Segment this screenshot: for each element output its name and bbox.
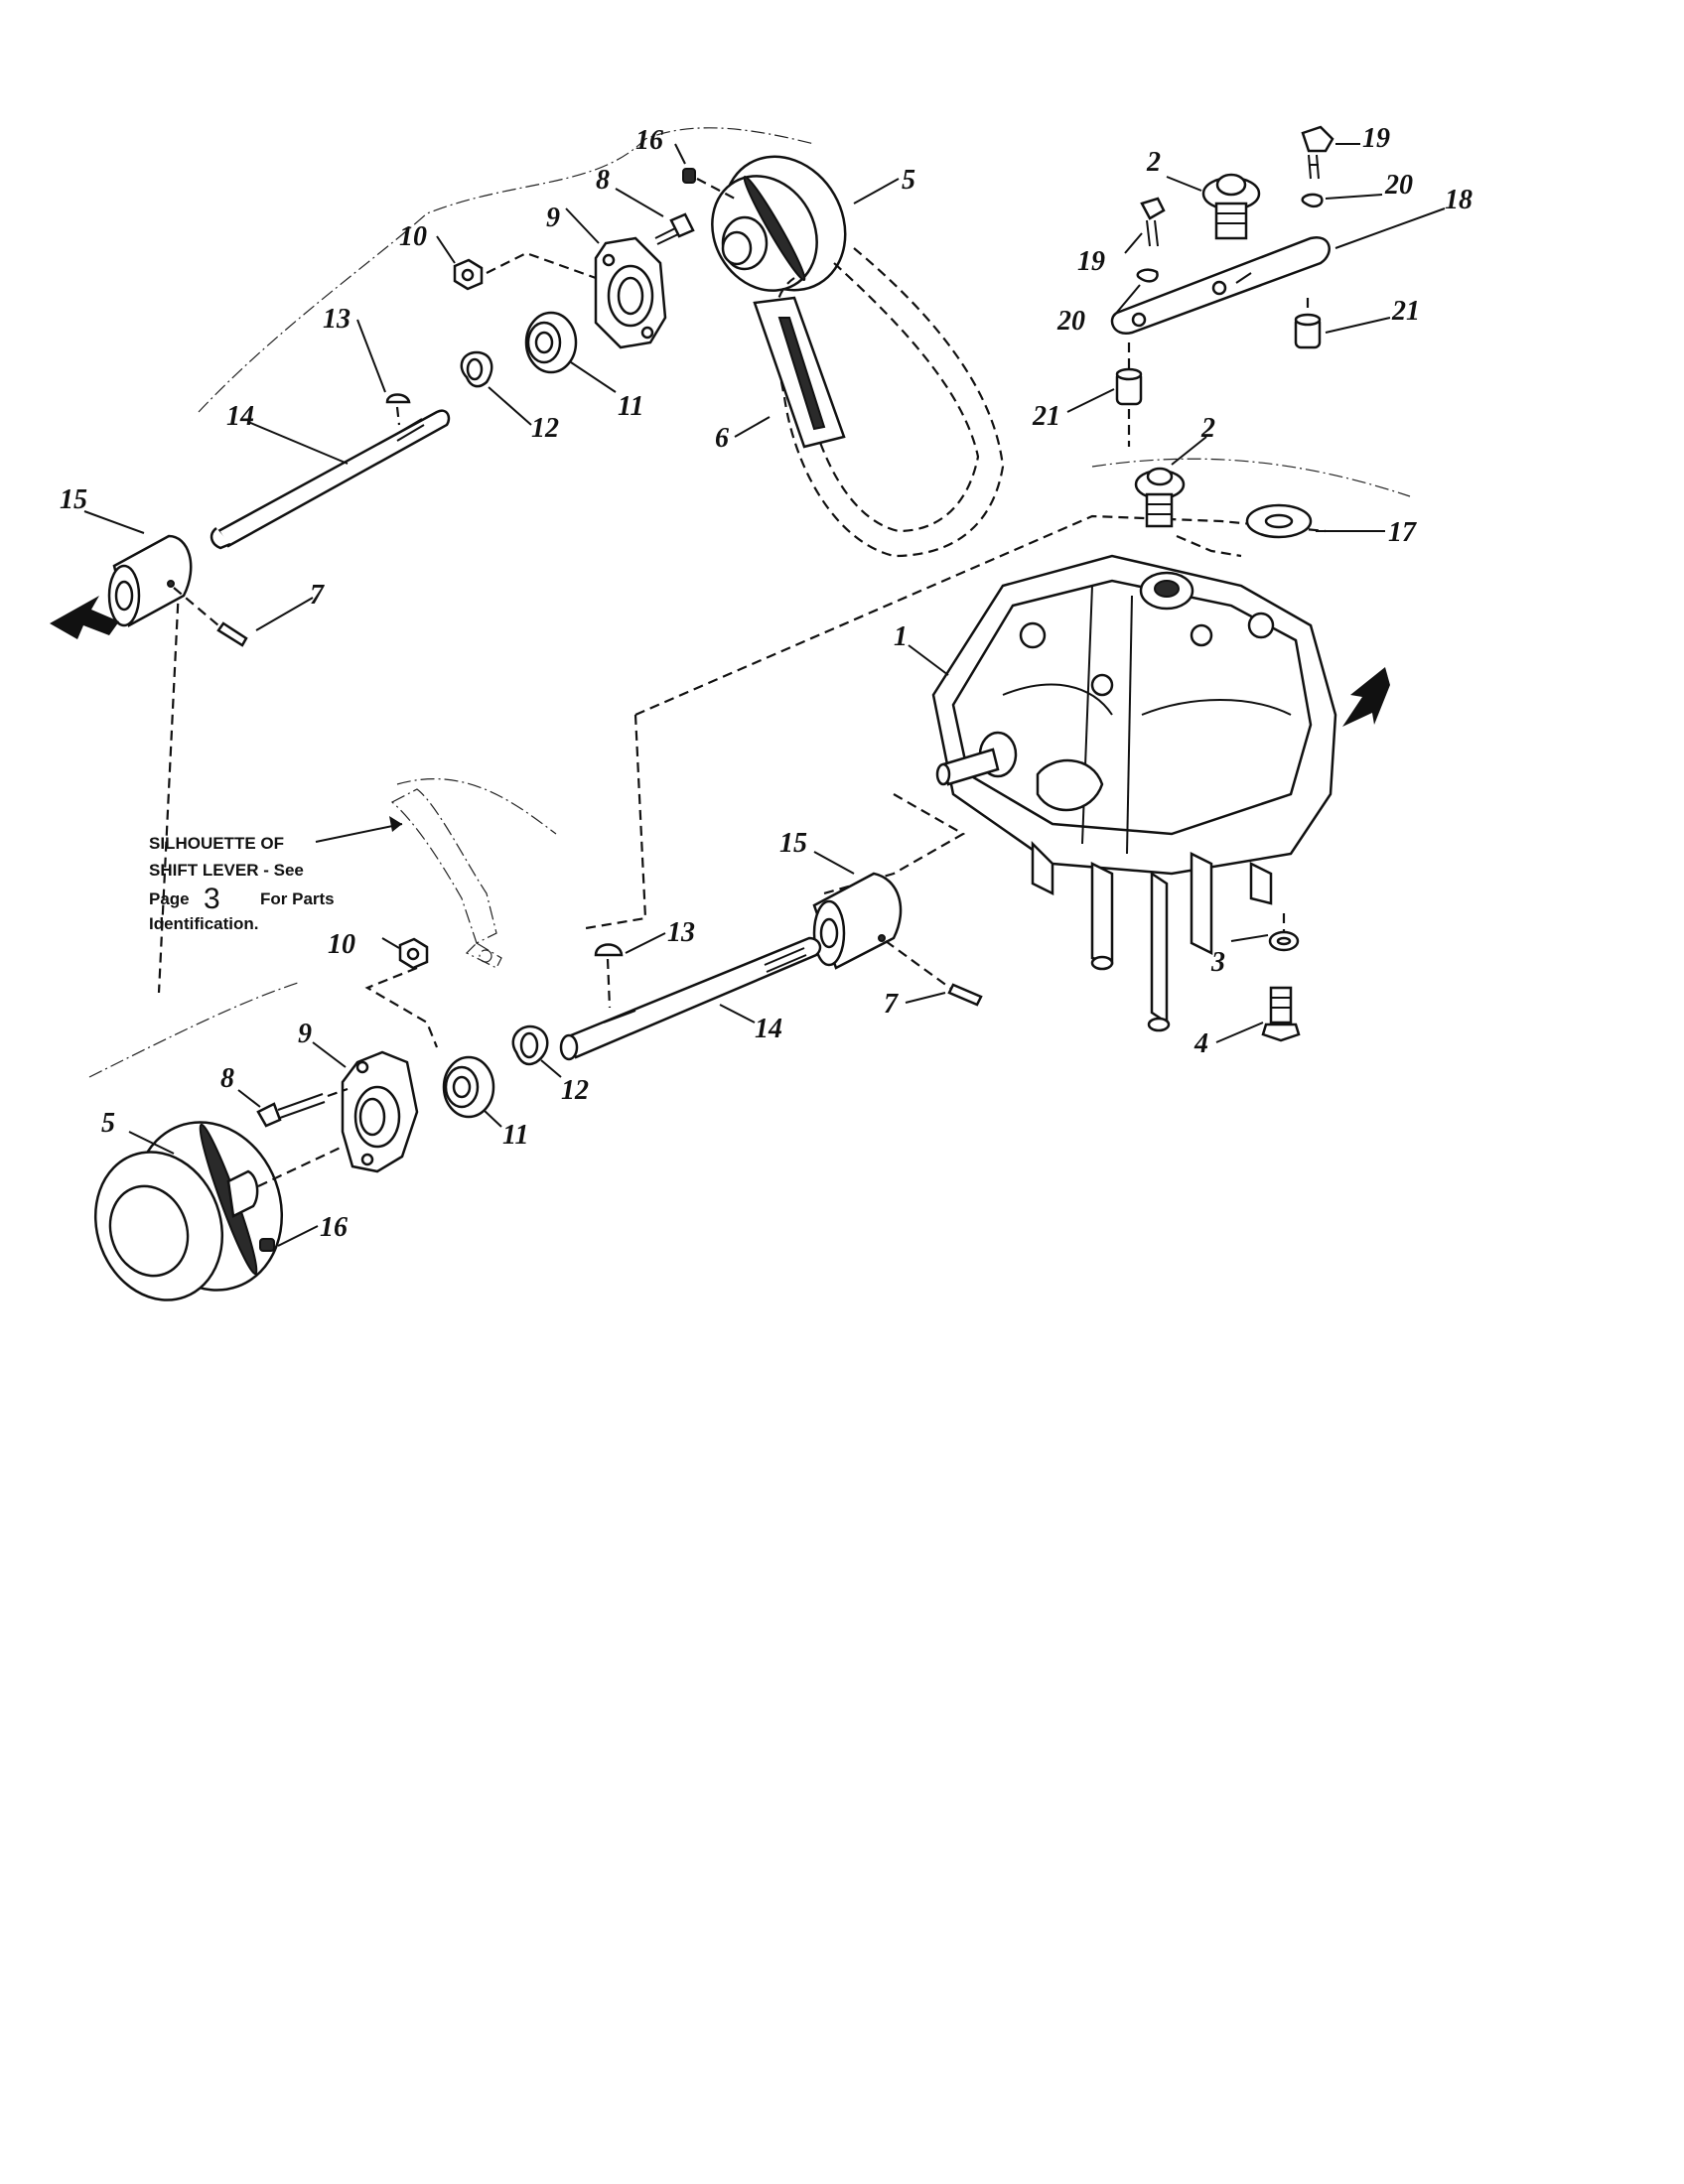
- note-line-4: Identification.: [149, 914, 259, 933]
- drive-belt: [753, 247, 1005, 558]
- frame-silhouette-top: [198, 127, 815, 413]
- shift-lever-silhouette: [390, 788, 502, 969]
- callout-9-upper: 9: [546, 203, 560, 233]
- setscrew-lower: [259, 1238, 275, 1252]
- callout-7-lower: 7: [884, 989, 899, 1020]
- callout-8-upper: 8: [596, 165, 610, 196]
- callout-20-right: 20: [1384, 170, 1413, 201]
- callout-19-top: 19: [1362, 123, 1390, 154]
- bearing-lower: [442, 1055, 495, 1119]
- snap-ring-upper: [460, 350, 493, 388]
- callout-2-lower: 2: [1200, 413, 1215, 444]
- transmission-housing: [931, 554, 1337, 1032]
- callout-17: 17: [1388, 517, 1417, 548]
- callout-10-lower: 10: [328, 929, 355, 960]
- assembly-line-lower-shaft: [823, 793, 966, 895]
- lockwasher-20-left: [1136, 268, 1159, 283]
- callout-4: 4: [1193, 1028, 1208, 1059]
- callout-14-upper: 14: [226, 401, 254, 432]
- callout-16-upper: 16: [635, 125, 663, 156]
- note-line-3a: Page: [149, 889, 190, 908]
- callout-2-top: 2: [1146, 147, 1161, 178]
- coupler-upper: [107, 534, 193, 627]
- callout-5-lower: 5: [101, 1108, 115, 1139]
- bolt-2-lower: [1134, 467, 1186, 528]
- callout-21-left: 21: [1032, 401, 1060, 432]
- callout-3: 3: [1210, 947, 1225, 978]
- direction-arrow-right: [1342, 667, 1390, 727]
- note-line-2: SHIFT LEVER - See: [149, 861, 304, 880]
- pulley-lower: [93, 1121, 284, 1301]
- note-line-3b: For Parts: [260, 889, 335, 908]
- callout-15-upper: 15: [60, 484, 87, 515]
- shaft-upper: [210, 409, 451, 550]
- lockwasher-20-right: [1301, 193, 1324, 208]
- washer-17: [1245, 503, 1313, 539]
- callout-9-lower: 9: [298, 1019, 312, 1049]
- frame-silhouette-right: [1091, 458, 1411, 497]
- callout-13-lower: 13: [667, 917, 695, 948]
- pulley-upper: [711, 155, 847, 292]
- snap-ring-lower: [511, 1024, 549, 1066]
- woodruff-key-lower: [594, 943, 624, 957]
- callout-13-upper: 13: [323, 304, 351, 335]
- callout-18: 18: [1445, 185, 1473, 215]
- callout-11-lower: 11: [502, 1120, 528, 1151]
- callout-1: 1: [894, 621, 908, 652]
- callout-14-lower: 14: [755, 1014, 782, 1044]
- bearing-upper: [524, 311, 578, 374]
- woodruff-key-upper: [385, 393, 411, 404]
- frame-silhouette-shift-area: [396, 778, 557, 835]
- spacer-21-right: [1294, 313, 1322, 349]
- note-line-1: SILHOUETTE OF: [149, 834, 284, 853]
- shaft-lower: [559, 936, 822, 1061]
- spacer-21-left: [1115, 367, 1143, 406]
- assembly-line-upper-to-trans: [157, 587, 181, 994]
- callout-20-left: 20: [1056, 306, 1085, 337]
- callout-5-upper: 5: [902, 165, 915, 196]
- callout-7-upper: 7: [310, 580, 325, 611]
- setscrew-upper: [682, 168, 696, 184]
- bolt-lower: [256, 1087, 349, 1128]
- coupler-lower: [812, 872, 903, 970]
- callout-21-right: 21: [1391, 296, 1420, 327]
- nut-lower: [398, 937, 429, 970]
- callout-11-upper: 11: [618, 391, 643, 422]
- callout-12-upper: 12: [531, 413, 559, 444]
- shift-lever-note: SILHOUETTE OF SHIFT LEVER - See Page 3 F…: [149, 834, 335, 933]
- flange-bearing-upper: [594, 236, 667, 349]
- callout-19-left: 19: [1077, 246, 1105, 277]
- callout-15-lower: 15: [779, 828, 807, 859]
- callout-6: 6: [715, 423, 729, 454]
- note-page-number: 3: [204, 883, 220, 915]
- bolt-upper: [654, 212, 695, 245]
- note-pointer-head: [389, 816, 402, 832]
- callout-12-lower: 12: [561, 1075, 589, 1106]
- callout-10-upper: 10: [399, 221, 427, 252]
- bolt-4: [1261, 986, 1301, 1042]
- washer-3: [1268, 930, 1300, 952]
- bolt-19-left: [1140, 197, 1166, 247]
- leader-lines: [83, 143, 1446, 1247]
- callout-8-lower: 8: [220, 1063, 234, 1094]
- assembly-line-left-drop: [585, 714, 647, 930]
- bolt-2-top: [1201, 173, 1261, 240]
- bolt-19-top: [1301, 125, 1334, 180]
- nut-upper: [453, 258, 484, 291]
- flange-bearing-lower: [341, 1050, 419, 1173]
- note-pointer: [315, 823, 403, 843]
- pin-lower: [885, 940, 983, 1007]
- pin-upper: [173, 587, 248, 647]
- direction-arrow-left: [50, 596, 119, 639]
- mounting-bracket: [1110, 235, 1331, 336]
- frame-silhouette-left-lower: [88, 982, 299, 1078]
- callout-16-lower: 16: [320, 1212, 348, 1243]
